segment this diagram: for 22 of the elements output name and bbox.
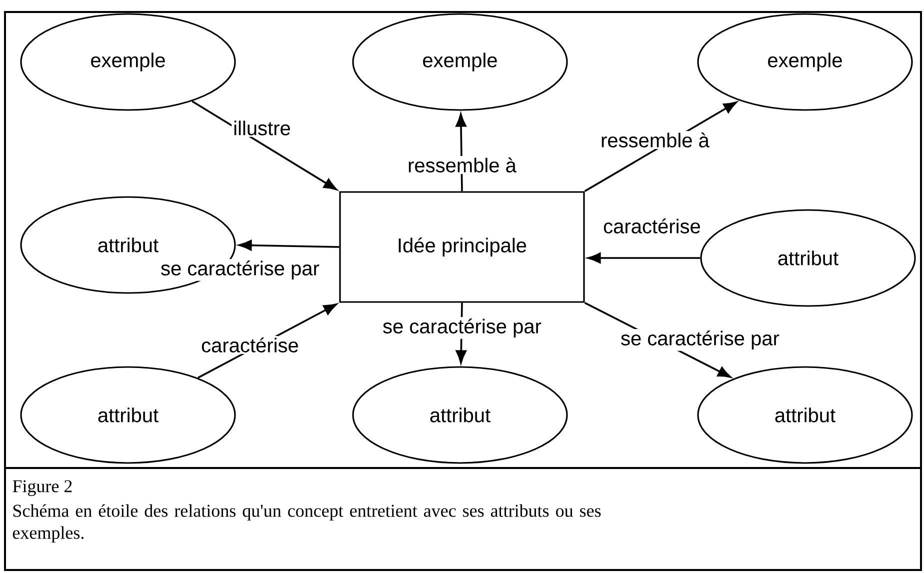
edge-label: se caractérise par — [619, 329, 781, 351]
ellipse-node: exemple — [697, 13, 913, 111]
edge-label: se caractérise par — [159, 259, 321, 281]
edge-label: caractérise — [602, 217, 702, 235]
arrow — [588, 252, 700, 264]
ellipse-node: exemple — [20, 13, 236, 111]
ellipse-node: attribut — [697, 366, 913, 464]
edge-label: ressemble à — [599, 131, 711, 149]
arrow — [238, 240, 340, 251]
ellipse-node: exemple — [352, 13, 568, 111]
edge-label: illustre — [232, 119, 292, 137]
edge-label: ressemble à — [406, 156, 518, 174]
ellipse-node: attribut — [20, 366, 236, 464]
edge-label: caractérise — [200, 336, 300, 354]
figure-number: Figure 2 — [12, 480, 72, 496]
ellipse-node: attribut — [700, 209, 916, 307]
edge-label: se caractérise par — [381, 317, 543, 339]
arrow — [456, 114, 466, 192]
figure-caption: Schéma en étoile des relations qu'un concept entretient avec ses attributs ou ses exemples. — [12, 504, 601, 543]
arrow — [192, 100, 337, 190]
ellipse-node: attribut — [352, 366, 568, 464]
concept-box: Idée principale — [339, 191, 585, 303]
